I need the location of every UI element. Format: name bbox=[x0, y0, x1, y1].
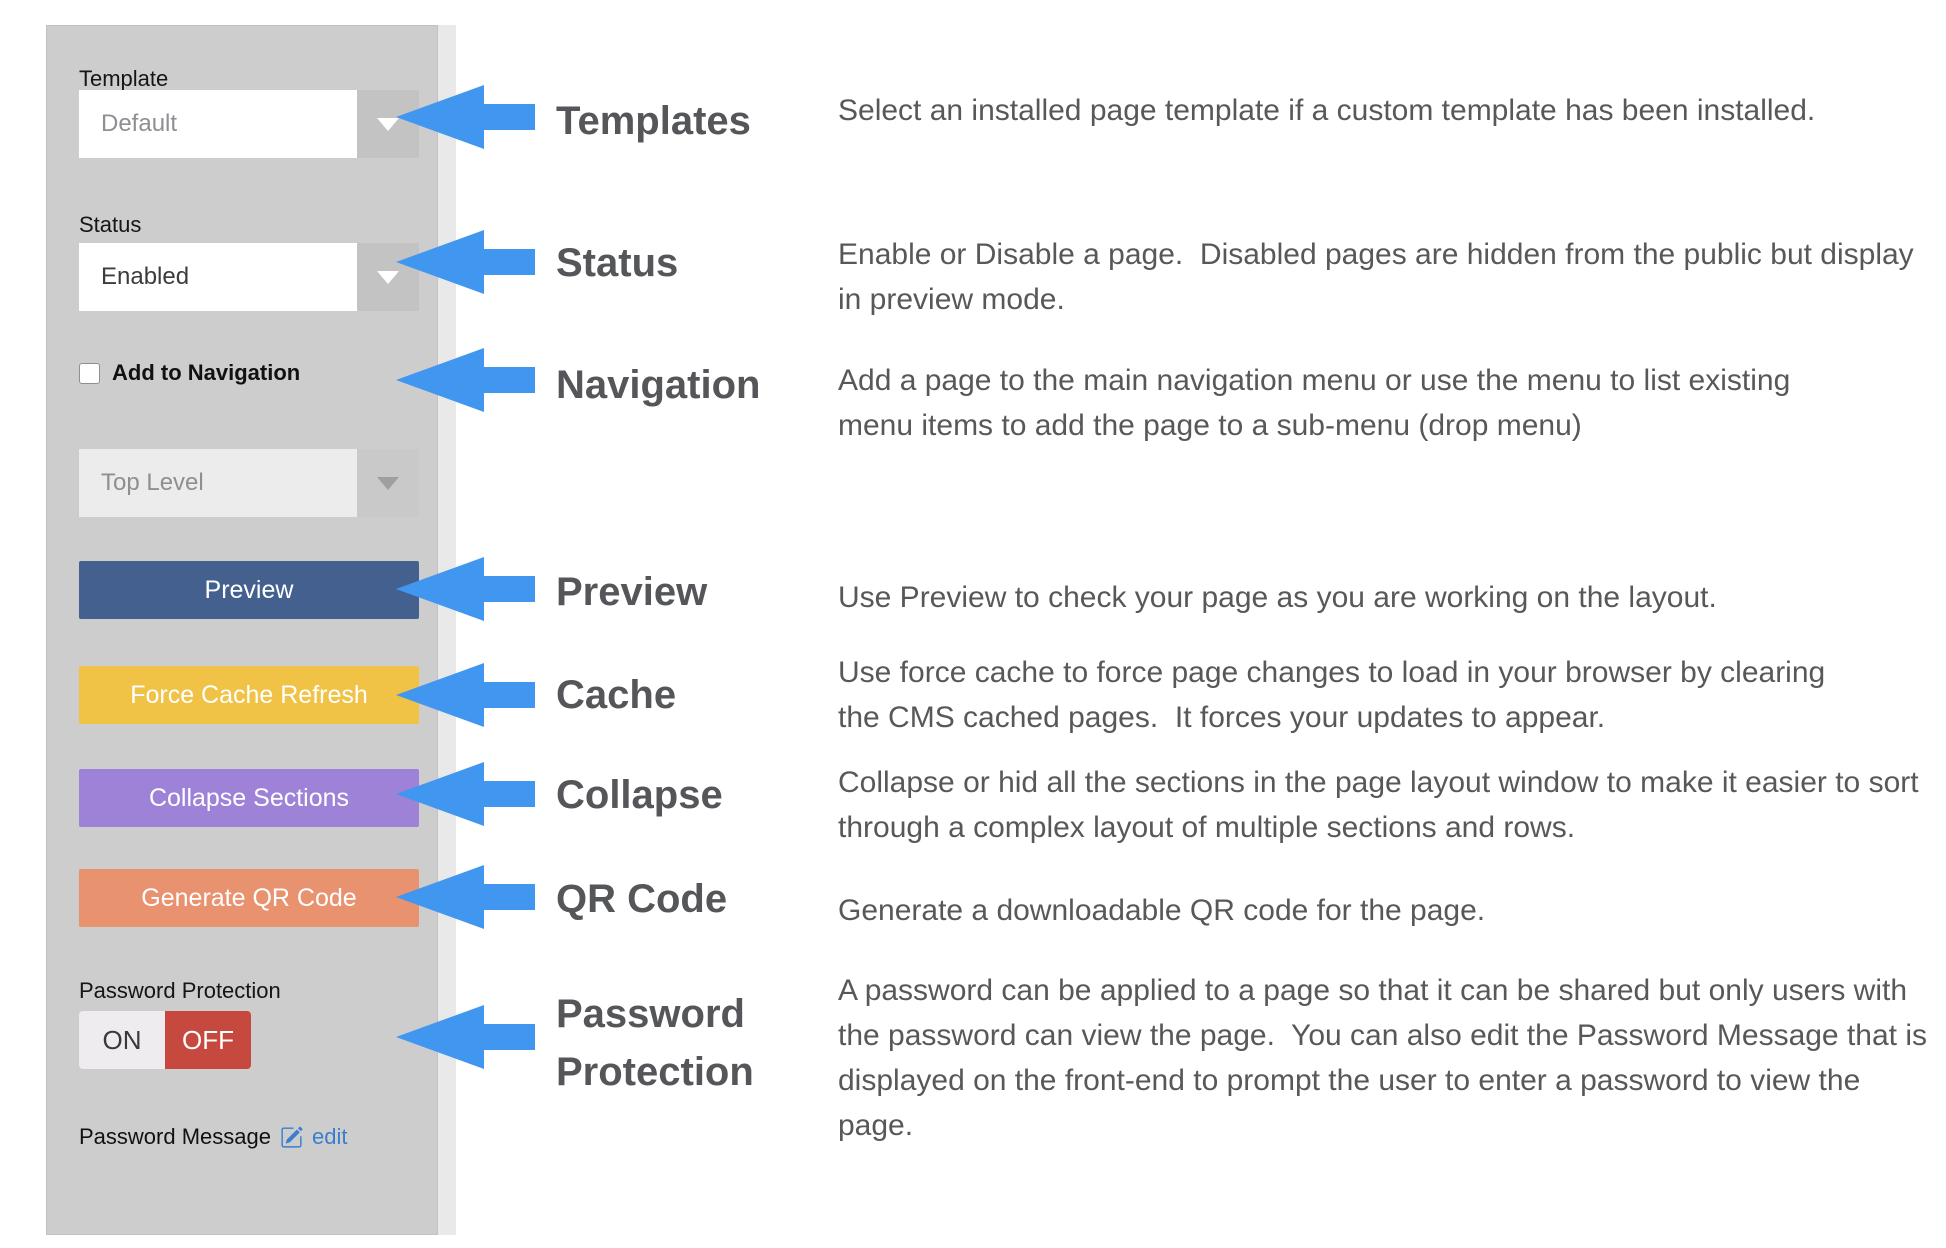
arrow-head bbox=[396, 1005, 484, 1069]
arrow-head bbox=[396, 348, 484, 412]
nav-menu-select-value: Top Level bbox=[101, 469, 204, 496]
annotation-description: Collapse or hid all the sections in the … bbox=[838, 766, 1927, 844]
generate-qr-code-button[interactable]: Generate QR Code bbox=[79, 869, 419, 927]
annotation-description: Add a page to the main navigation menu o… bbox=[838, 364, 1799, 442]
annotation-label: Templates bbox=[556, 99, 751, 143]
template-select-value: Default bbox=[101, 110, 178, 137]
add-to-navigation-checkbox[interactable] bbox=[79, 362, 100, 384]
arrow-left-icon bbox=[396, 762, 536, 826]
arrow-tail bbox=[483, 249, 535, 275]
nav-menu-select-caret-box[interactable] bbox=[357, 449, 419, 517]
arrow-left-icon bbox=[396, 85, 536, 149]
arrow-tail bbox=[483, 104, 535, 130]
annotation-description: Use Preview to check your page as you ar… bbox=[838, 581, 1717, 614]
toggle-on-button[interactable]: ON bbox=[79, 1011, 165, 1069]
password-message-edit-link[interactable]: edit bbox=[311, 1124, 348, 1149]
add-to-navigation-row: Add to Navigation bbox=[79, 360, 300, 386]
password-message-row: Password Message edit bbox=[79, 1124, 347, 1150]
add-to-navigation-label: Add to Navigation bbox=[112, 360, 301, 385]
arrow-tail bbox=[483, 1024, 535, 1050]
arrow-left-icon bbox=[396, 865, 536, 929]
arrow-head bbox=[396, 762, 484, 826]
annotation-label: Navigation bbox=[556, 363, 761, 407]
arrow-tail bbox=[483, 781, 535, 807]
toggle-off-button[interactable]: OFF bbox=[165, 1011, 251, 1069]
chevron-down-icon bbox=[377, 270, 399, 284]
status-select[interactable]: Enabled bbox=[79, 243, 419, 311]
password-protection-toggle: ON OFF bbox=[79, 1011, 251, 1069]
status-select-value: Enabled bbox=[101, 263, 190, 290]
status-label: Status bbox=[79, 212, 142, 237]
annotation-description: Generate a downloadable QR code for the … bbox=[838, 894, 1486, 927]
preview-button[interactable]: Preview bbox=[79, 561, 419, 619]
arrow-head bbox=[396, 663, 484, 727]
arrow-left-icon bbox=[396, 230, 536, 294]
arrow-head bbox=[396, 85, 484, 149]
annotation-description: Select an installed page template if a c… bbox=[838, 94, 1816, 127]
pencil-square-icon[interactable] bbox=[280, 1126, 303, 1149]
annotation-label: QR Code bbox=[556, 877, 728, 921]
arrow-head bbox=[396, 557, 484, 621]
chevron-down-icon bbox=[377, 117, 399, 131]
arrow-left-icon bbox=[396, 557, 536, 621]
password-message-label: Password Message bbox=[79, 1124, 271, 1149]
annotation-description: Use force cache to force page changes to… bbox=[838, 656, 1834, 734]
nav-menu-select[interactable]: Top Level bbox=[79, 449, 419, 517]
arrow-tail bbox=[483, 367, 535, 393]
annotation-description: A password can be applied to a page so t… bbox=[838, 974, 1936, 1142]
arrow-left-icon bbox=[396, 348, 536, 412]
annotation-label: Preview bbox=[556, 570, 708, 614]
annotation-label: Collapse bbox=[556, 773, 723, 817]
arrow-head bbox=[396, 865, 484, 929]
collapse-sections-button[interactable]: Collapse Sections bbox=[79, 769, 419, 827]
template-label: Template bbox=[79, 66, 169, 91]
arrow-tail bbox=[483, 576, 535, 602]
annotation-description: Enable or Disable a page. Disabled pages… bbox=[838, 238, 1923, 316]
arrow-tail bbox=[483, 682, 535, 708]
password-protection-label: Password Protection bbox=[79, 978, 281, 1003]
arrow-tail bbox=[483, 884, 535, 910]
page-settings-panel: Template Default Status Enabled Add to N… bbox=[46, 25, 438, 1235]
annotation-label: Cache bbox=[556, 673, 677, 717]
arrow-left-icon bbox=[396, 663, 536, 727]
arrow-head bbox=[396, 230, 484, 294]
chevron-down-icon bbox=[377, 476, 399, 490]
annotation-label: Password Protection bbox=[556, 992, 754, 1094]
force-cache-refresh-button[interactable]: Force Cache Refresh bbox=[79, 666, 419, 724]
arrow-left-icon bbox=[396, 1005, 536, 1069]
template-select[interactable]: Default bbox=[79, 90, 419, 158]
annotation-label: Status bbox=[556, 241, 679, 285]
